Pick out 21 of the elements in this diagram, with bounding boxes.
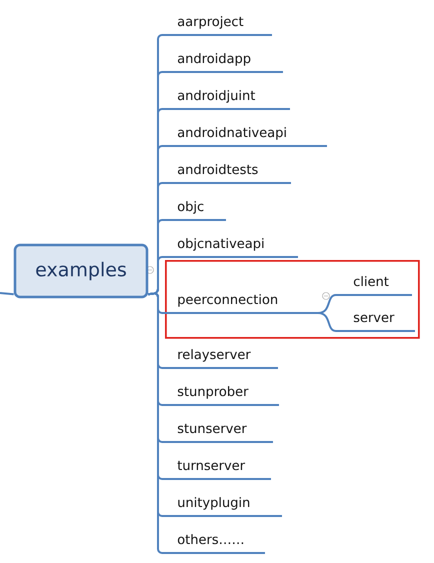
topic-label: peerconnection xyxy=(177,294,318,314)
highlight-frame xyxy=(165,260,420,339)
topic-label: others…… xyxy=(177,534,265,554)
topic-label: unityplugin xyxy=(177,497,282,517)
topic-label: androidapp xyxy=(177,53,283,73)
topic-label: androidnativeapi xyxy=(177,127,327,147)
topic-label: relayserver xyxy=(177,349,278,369)
topic-label: androidtests xyxy=(177,164,291,184)
topic-label: server xyxy=(353,314,415,332)
topic-label: objcnativeapi xyxy=(177,238,298,258)
branch-line xyxy=(318,312,353,332)
topic-label: turnserver xyxy=(177,460,271,480)
topic-label: aarproject xyxy=(177,16,272,36)
topic-label: client xyxy=(353,276,412,296)
branch-line xyxy=(0,292,14,296)
topic-label: stunserver xyxy=(177,424,273,443)
topic-label: androidjuint xyxy=(177,90,290,110)
branch-line xyxy=(318,294,353,314)
topic-box: examples xyxy=(14,244,148,298)
topic-label: objc xyxy=(177,201,226,221)
topic-label: stunprober xyxy=(177,386,279,406)
